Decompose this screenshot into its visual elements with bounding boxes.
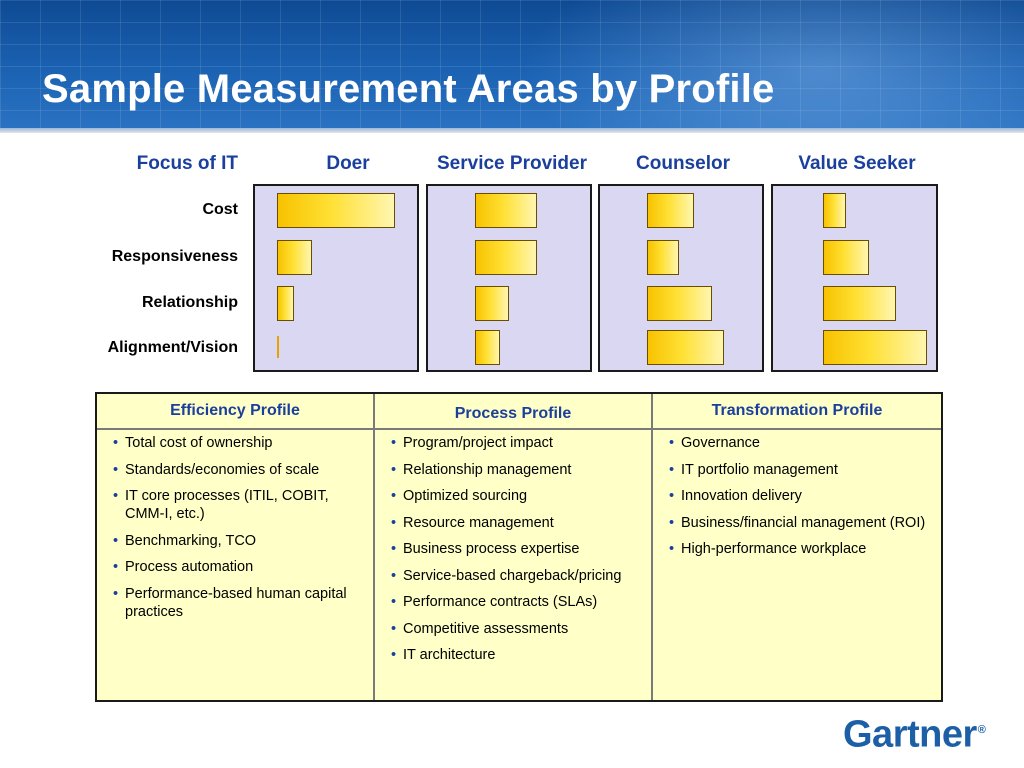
list-item: Relationship management [391, 461, 641, 479]
row-label-cost: Cost [202, 201, 238, 218]
header-banner: Sample Measurement Areas by Profile [0, 0, 1024, 128]
table-header-divider [97, 428, 941, 430]
list-item: Service-based chargeback/pricing [391, 567, 641, 585]
bar-service-provider-alignment-vision [475, 330, 500, 365]
list-item: Performance contracts (SLAs) [391, 593, 641, 611]
bar-counselor-cost [647, 193, 694, 228]
logo-text: Gartner [843, 713, 977, 756]
bar-doer-relationship [277, 286, 294, 321]
list-item: IT architecture [391, 646, 641, 664]
list-item: Resource management [391, 514, 641, 532]
panel-doer [253, 184, 419, 372]
bar-counselor-relationship [647, 286, 712, 321]
bar-value-seeker-cost [823, 193, 846, 228]
column-header-counselor: Counselor [636, 153, 730, 174]
gartner-logo: Gartner® [843, 708, 986, 757]
registered-mark: ® [977, 724, 986, 736]
bar-doer-responsiveness [277, 240, 312, 275]
transformation-profile-list: Governance IT portfolio managementInnovat… [669, 434, 929, 567]
header-efficiency-profile: Efficiency Profile [170, 402, 300, 419]
bar-service-provider-relationship [475, 286, 509, 321]
list-item: Total cost of ownership [113, 434, 363, 452]
bar-service-provider-cost [475, 193, 537, 228]
process-profile-list: Program/project impactRelationship manag… [391, 434, 641, 673]
focus-of-it-label: Focus of IT [136, 153, 238, 174]
list-item: Performance-based human capital practice… [113, 585, 363, 621]
list-item: Governance [669, 434, 929, 452]
bar-doer-alignment-vision [277, 336, 279, 358]
page-title: Sample Measurement Areas by Profile [42, 67, 775, 111]
list-item: Business/financial management (ROI) [669, 514, 929, 532]
bar-counselor-responsiveness [647, 240, 679, 275]
list-item: High-performance workplace [669, 540, 929, 558]
list-item: Standards/economies of scale [113, 461, 363, 479]
table-column-divider [651, 394, 653, 700]
list-item: Innovation delivery [669, 487, 929, 505]
row-label-relationship: Relationship [141, 294, 238, 311]
row-label-alignment-vision: Alignment/Vision [107, 339, 238, 356]
header-transformation-profile: Transformation Profile [711, 402, 883, 419]
column-header-doer: Doer [326, 153, 370, 174]
panel-service-provider [426, 184, 592, 372]
efficiency-profile-list: Total cost of ownershipStandards/economi… [113, 434, 363, 629]
list-item: Program/project impact [391, 434, 641, 452]
panel-value-seeker [771, 184, 938, 372]
list-item: Benchmarking, TCO [113, 532, 363, 550]
list-item: IT core processes (ITIL, COBIT, CMM-I, e… [113, 487, 363, 523]
profiles-table: Efficiency Profile Process Profile Trans… [95, 392, 943, 702]
list-item: Business process expertise [391, 540, 641, 558]
list-item: Optimized sourcing [391, 487, 641, 505]
column-header-value-seeker: Value Seeker [798, 153, 916, 174]
list-item: Competitive assessments [391, 620, 641, 638]
bar-value-seeker-responsiveness [823, 240, 869, 275]
header-glow [520, 0, 1024, 128]
column-header-service-provider: Service Provider [437, 153, 587, 174]
header-grid-pattern [0, 0, 1024, 128]
bar-counselor-alignment-vision [647, 330, 724, 365]
header-divider [0, 128, 1024, 133]
bar-service-provider-responsiveness [475, 240, 537, 275]
header-process-profile: Process Profile [454, 405, 572, 422]
panel-counselor [598, 184, 764, 372]
bar-doer-cost [277, 193, 395, 228]
list-item: Process automation [113, 558, 363, 576]
row-label-responsiveness: Responsiveness [111, 248, 238, 265]
table-column-divider [373, 394, 375, 700]
list-item: IT portfolio management [669, 461, 929, 479]
bar-value-seeker-alignment-vision [823, 330, 927, 365]
bar-value-seeker-relationship [823, 286, 896, 321]
